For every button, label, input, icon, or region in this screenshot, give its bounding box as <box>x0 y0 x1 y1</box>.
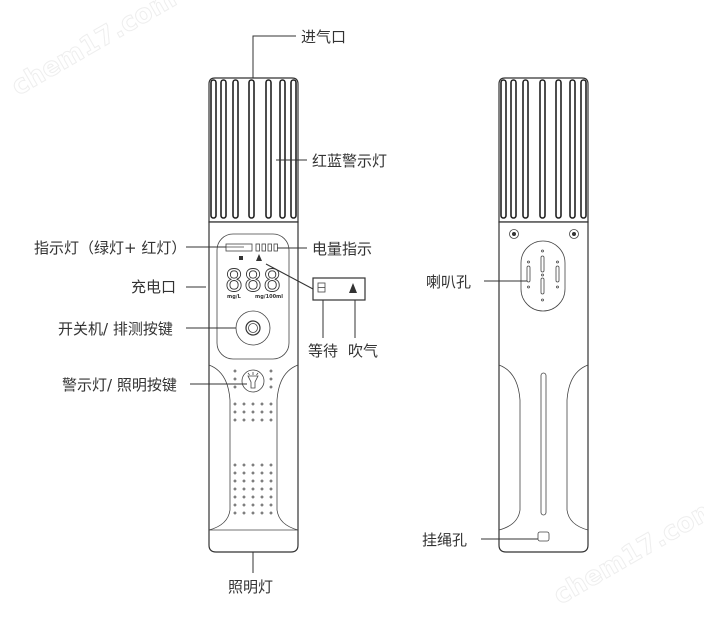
front-device: 888 mg/L mg/100ml <box>208 77 299 553</box>
lcd-unit-right: mg/100ml <box>255 294 283 300</box>
label-lighting-lamp: 照明灯 <box>228 578 273 596</box>
label-indicator-light: 指示灯（绿灯+ 红灯） <box>34 239 186 257</box>
front-vent-dots-lower <box>233 463 273 515</box>
hourglass-wait-icon <box>239 256 243 260</box>
display-panel <box>216 233 290 360</box>
flashlight-icon <box>247 375 259 389</box>
back-device <box>498 77 589 553</box>
status-icon-inset <box>265 263 366 338</box>
power-button-icon <box>245 320 261 336</box>
label-battery-indicator: 电量指示 <box>312 240 372 258</box>
warning-lighting-button[interactable] <box>241 369 265 393</box>
label-speaker-hole: 喇叭孔 <box>426 273 471 291</box>
back-slot <box>540 372 547 516</box>
speaker-grille <box>520 240 566 312</box>
screw-icon <box>509 229 519 239</box>
watermark-top-left: chem17.com <box>7 0 182 102</box>
lanyard-hole <box>537 531 550 542</box>
label-red-blue-warning-light: 红蓝警示灯 <box>312 152 387 170</box>
label-blow: 吹气 <box>348 342 378 360</box>
front-body <box>208 221 299 553</box>
front-ribbed-cap <box>208 77 299 223</box>
label-charging-port: 充电口 <box>131 278 176 296</box>
back-body <box>498 221 589 553</box>
back-ribbed-cap <box>498 77 589 223</box>
label-air-inlet: 进气口 <box>301 28 346 46</box>
label-wait: 等待 <box>308 342 338 360</box>
lcd-digits: 888 <box>225 264 282 299</box>
front-leader-lines <box>186 35 307 573</box>
front-vent-dots-upper <box>233 369 273 422</box>
lcd-unit-left: mg/L <box>227 294 242 300</box>
blow-person-icon <box>256 254 262 261</box>
label-lanyard-hole: 挂绳孔 <box>422 531 467 549</box>
label-warning-lighting-button: 警示灯/ 照明按键 <box>62 376 177 394</box>
screw-icon <box>569 229 579 239</box>
label-power-exhaust-button: 开关机/ 排测按键 <box>58 320 173 338</box>
